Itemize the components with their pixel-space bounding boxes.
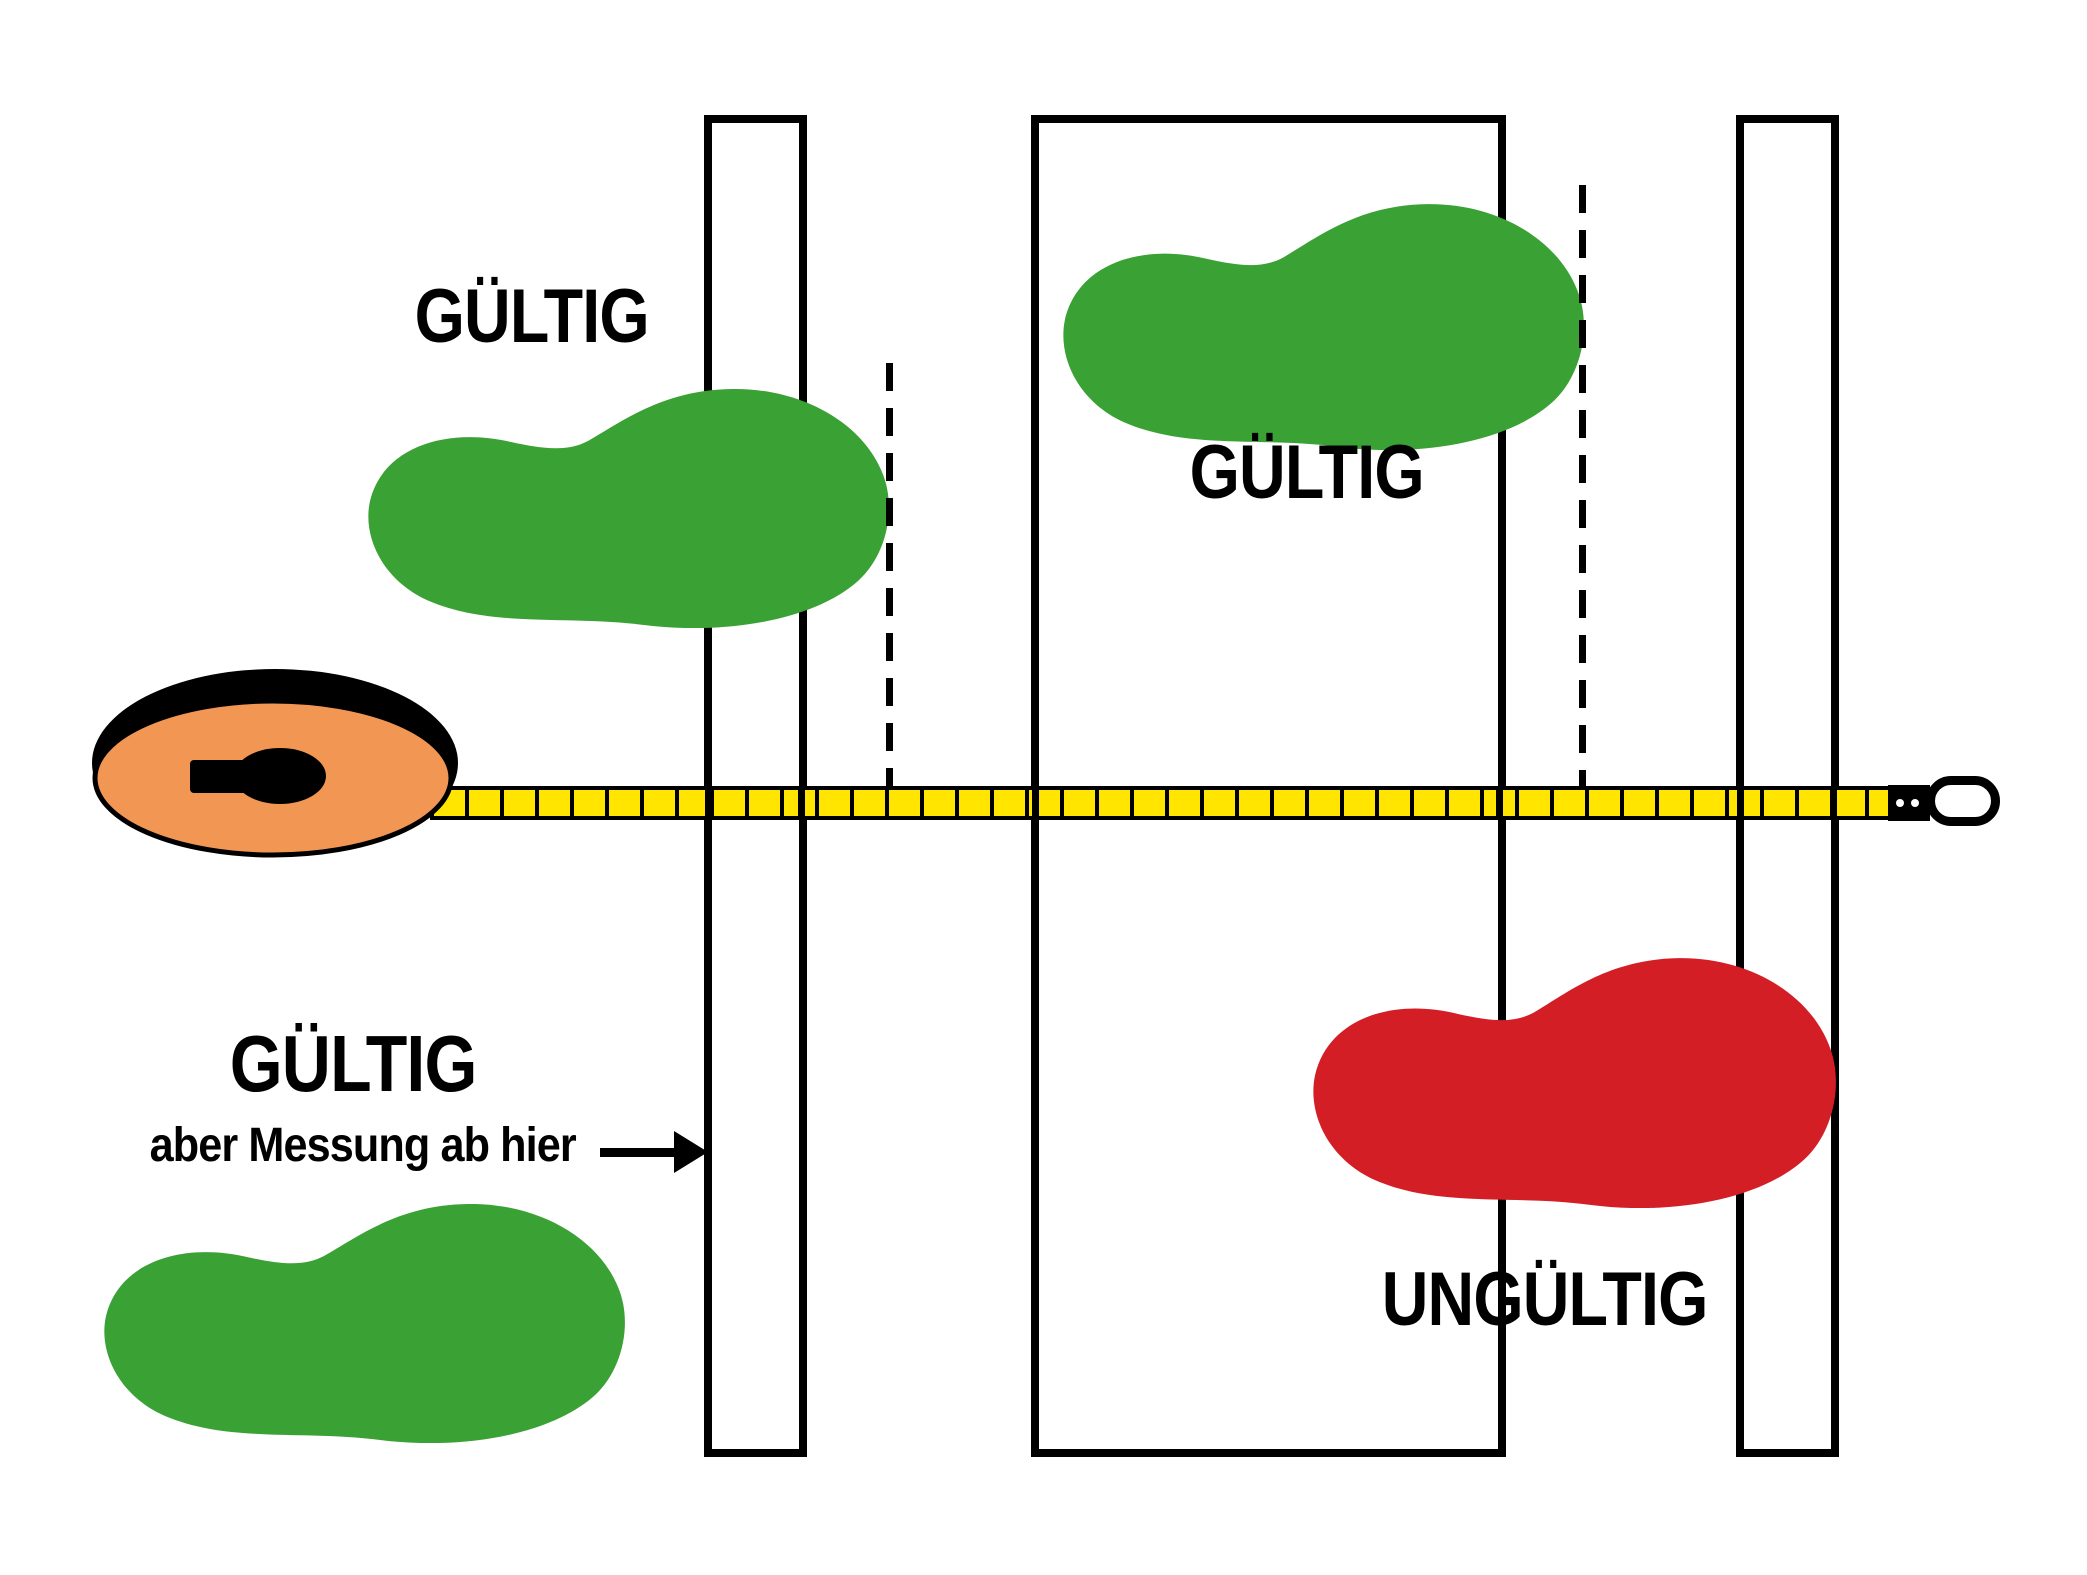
tape-end-clip [1888,785,1930,821]
measuring-tape [430,786,1890,820]
tape-reel [92,669,458,858]
board-edge-over-tape [1830,786,1837,820]
label-measurement-note: aber Messung ab hier [63,1122,663,1170]
reel-handle-knob [234,748,326,804]
footprint-valid-top-left [368,388,889,628]
tape-end-tab [1926,776,2000,826]
label-text: GÜLTIG [414,274,650,359]
footprint-invalid-bottom-right [1313,958,1836,1208]
board-edge-over-tape [1496,786,1503,820]
footprint-valid-middle [1063,204,1584,450]
board-edge-over-tape [798,786,805,820]
clip-rivet-icon [1896,799,1904,807]
label-text: UNGÜLTIG [1382,1257,1709,1342]
label-text: GÜLTIG [1189,430,1425,515]
label-text: GÜLTIG [229,1019,478,1108]
label-valid-bottom-left: GÜLTIG [53,1024,653,1104]
dashed-line-right [1579,185,1586,787]
label-valid-middle: GÜLTIG [1007,435,1607,511]
arrow-head [674,1131,708,1173]
clip-rivet-icon [1911,799,1919,807]
board-edge-over-tape [1737,786,1744,820]
arrow-shaft [600,1148,680,1157]
board-edge-over-tape [705,786,712,820]
label-valid-top-left: GÜLTIG [232,279,832,355]
note-arrow-icon [600,1131,710,1173]
label-text: aber Messung ab hier [149,1119,577,1172]
dashed-line-left [886,363,893,787]
board-edge-over-tape [1032,786,1039,820]
label-invalid: UNGÜLTIG [1245,1262,1845,1338]
footprint-valid-bottom-left [104,1203,625,1443]
